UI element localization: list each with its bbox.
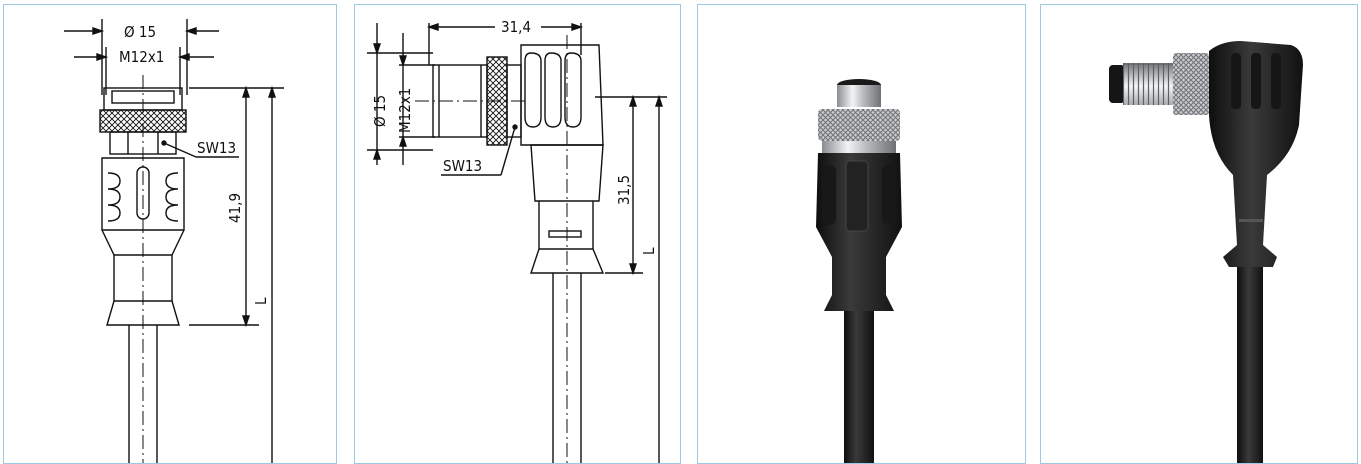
angled-connector-photo	[1109, 41, 1303, 463]
thread-label: M12x1	[119, 48, 164, 66]
straight-connector-drawing-panel: Ø 15 M12x1 SW13 41,9 L	[3, 4, 337, 464]
thread-label: M12x1	[396, 88, 414, 133]
straight-connector-photo-panel	[697, 4, 1026, 464]
cable-length-label: L	[640, 247, 658, 255]
wrench-size-label: SW13	[443, 157, 482, 175]
diameter-label: Ø 15	[124, 23, 156, 41]
straight-connector-photo	[816, 79, 902, 463]
width-label: 31,4	[501, 18, 531, 36]
length-label: 31,5	[615, 175, 633, 205]
diameter-label: Ø 15	[371, 95, 389, 127]
straight-connector-drawing: Ø 15 M12x1 SW13 41,9 L	[64, 19, 284, 463]
angled-connector-drawing-panel: 31,4 Ø 15 M12x1 SW13 31,5 L	[354, 4, 681, 464]
angled-connector-drawing: 31,4 Ø 15 M12x1 SW13 31,5 L	[367, 18, 667, 463]
cable-length-label: L	[252, 297, 270, 305]
wrench-size-label: SW13	[197, 139, 236, 157]
angled-connector-photo-panel	[1040, 4, 1358, 464]
length-label: 41,9	[226, 193, 244, 223]
